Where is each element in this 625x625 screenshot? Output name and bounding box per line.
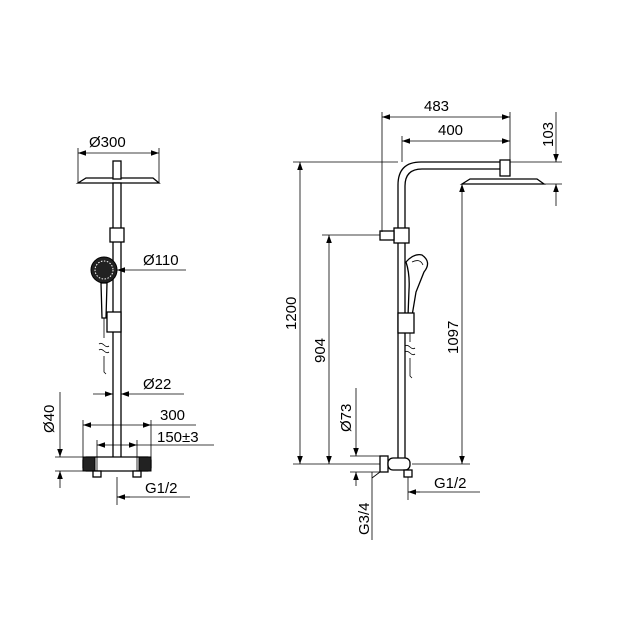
- label-arm-reach: 400: [438, 122, 463, 139]
- label-mixer-width: 300: [160, 407, 185, 424]
- side-pipe-joint: [393, 227, 410, 244]
- side-shower-head: [459, 178, 547, 185]
- side-view: [379, 159, 547, 478]
- label-holder-height: 904: [312, 338, 329, 363]
- label-inlet-thread: G3/4: [356, 502, 373, 535]
- label-head-diameter: Ø300: [89, 134, 126, 151]
- side-hand-shower-face: [411, 260, 424, 266]
- front-rail-clamp: [109, 227, 125, 243]
- side-mixer-body: [387, 457, 411, 471]
- side-riser-pipe: [397, 161, 505, 461]
- front-head-connector: [112, 160, 122, 180]
- label-head-offset: 103: [540, 122, 557, 147]
- label-outlet-thread: G1/2: [434, 475, 467, 492]
- label-rail-diameter: Ø22: [143, 376, 171, 393]
- front-hand-shower-face: [94, 260, 114, 280]
- label-total-height: 1200: [283, 297, 300, 330]
- label-head-height: 1097: [445, 321, 462, 354]
- side-hand-shower: [405, 254, 429, 317]
- side-arm-connector: [499, 159, 511, 177]
- side-hose-lower: [409, 358, 413, 379]
- front-mixer-knob-right: [138, 456, 152, 472]
- front-connection-left: [92, 470, 102, 478]
- front-mixer-knob-left: [82, 456, 96, 472]
- side-dimensions: 483 400 103 1200 904 1097 Ø73 G3/4: [283, 98, 562, 540]
- label-rosette-diameter: Ø73: [338, 404, 355, 432]
- front-connection-right: [132, 470, 142, 478]
- front-dimensions: Ø300 Ø110 Ø22 Ø40 300 150±3 G1/2: [41, 134, 214, 505]
- dim-line-inlet-thread: [371, 471, 381, 479]
- front-view: [75, 160, 161, 478]
- label-mixer-height: Ø40: [41, 405, 58, 433]
- front-hand-shower-handle: [100, 282, 108, 319]
- side-hand-holder: [397, 312, 415, 334]
- label-connection-thread: G1/2: [145, 480, 178, 497]
- label-hand-diameter: Ø110: [143, 252, 179, 269]
- front-hose-break: [98, 342, 110, 354]
- side-wall-rosette: [379, 455, 389, 473]
- label-connection-spacing: 150±3: [157, 429, 199, 446]
- label-arm-length: 483: [424, 98, 449, 115]
- front-hose-lower: [103, 356, 107, 375]
- front-shower-head: [75, 177, 161, 184]
- side-outlet: [403, 469, 413, 478]
- side-hose-break: [404, 344, 416, 356]
- side-diverter: [379, 230, 395, 241]
- front-hand-holder: [106, 311, 122, 333]
